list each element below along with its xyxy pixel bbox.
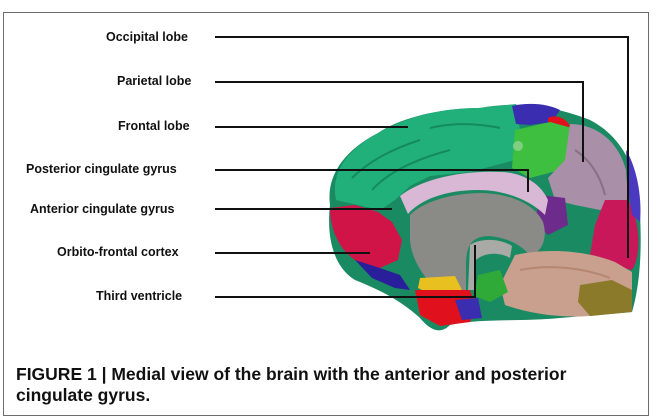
label-orbito-frontal-cortex: Orbito-frontal cortex xyxy=(57,245,179,259)
label-anterior-cingulate-gyrus: Anterior cingulate gyrus xyxy=(30,202,174,216)
label-parietal-lobe: Parietal lobe xyxy=(117,74,191,88)
green-spot xyxy=(513,141,523,151)
label-third-ventricle: Third ventricle xyxy=(96,289,182,303)
label-occipital-lobe: Occipital lobe xyxy=(106,30,188,44)
label-frontal-lobe: Frontal lobe xyxy=(118,119,190,133)
label-posterior-cingulate-gyrus: Posterior cingulate gyrus xyxy=(26,162,177,176)
figure-caption: FIGURE 1 | Medial view of the brain with… xyxy=(16,364,636,406)
